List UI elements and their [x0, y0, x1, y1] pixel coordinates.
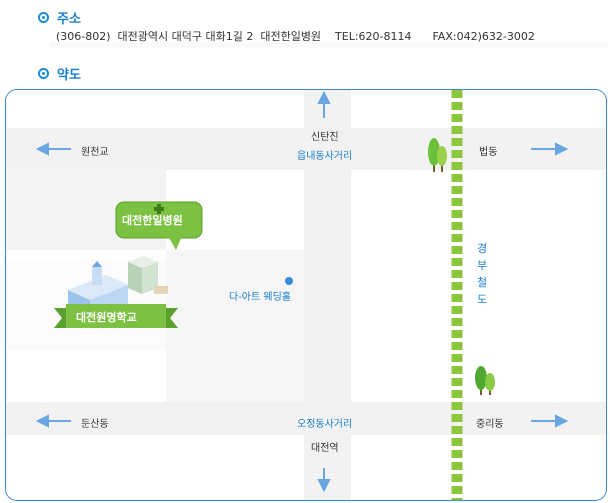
hospital-bubble	[115, 201, 203, 250]
label-north-top: 신탄진	[311, 132, 339, 143]
arrow-head	[317, 479, 331, 493]
arrow-head	[555, 142, 569, 156]
arrow-head	[35, 142, 49, 156]
address-title: 주소	[57, 12, 81, 27]
address-underline	[50, 43, 608, 50]
wedding-hall-marker	[285, 277, 293, 285]
label-west-upper: 원천교	[81, 147, 109, 158]
label-south-bottom: 대전역	[311, 443, 339, 454]
inner-road-shade	[166, 250, 304, 402]
school-ribbon	[54, 304, 178, 328]
arrow-head	[555, 414, 569, 428]
label-railway: 경부철도	[476, 242, 488, 306]
block-bottom-right	[351, 435, 606, 500]
block-top-left	[6, 90, 304, 128]
label-east-upper: 법동	[479, 147, 498, 158]
label-school: 대전원명학교	[76, 311, 137, 324]
label-east-lower: 중리동	[476, 419, 504, 430]
map-heading: 약도	[38, 64, 81, 83]
label-north-intersection: 읍내동사거리	[297, 151, 353, 162]
bullet-icon	[38, 68, 49, 79]
label-south-intersection: 오정동사거리	[297, 419, 353, 430]
block-top-right	[351, 90, 606, 128]
block-bottom-left	[6, 435, 304, 500]
tree-icon	[428, 138, 447, 172]
label-hospital: 대전한일병원	[122, 214, 183, 227]
address-heading: 주소	[38, 8, 81, 27]
map-svg	[6, 90, 606, 500]
label-wedding-hall: 다-아트 웨딩홀	[229, 292, 291, 303]
address-text: (306-802) 대전광역시 대덕구 대화1길 2 대전한일병원 TEL:62…	[56, 30, 535, 43]
block-shape	[351, 170, 606, 402]
arrows	[35, 90, 569, 493]
map-frame: 신탄진 읍내동사거리 원천교 법동 경부철도 다-아트 웨딩홀 대전한일병원 대…	[5, 89, 607, 501]
label-west-lower: 둔산동	[81, 419, 109, 430]
arrow-head	[35, 414, 49, 428]
map-title: 약도	[57, 68, 81, 83]
arrow-head	[317, 90, 331, 104]
bullet-icon	[38, 12, 49, 23]
tree-icon	[475, 366, 495, 395]
